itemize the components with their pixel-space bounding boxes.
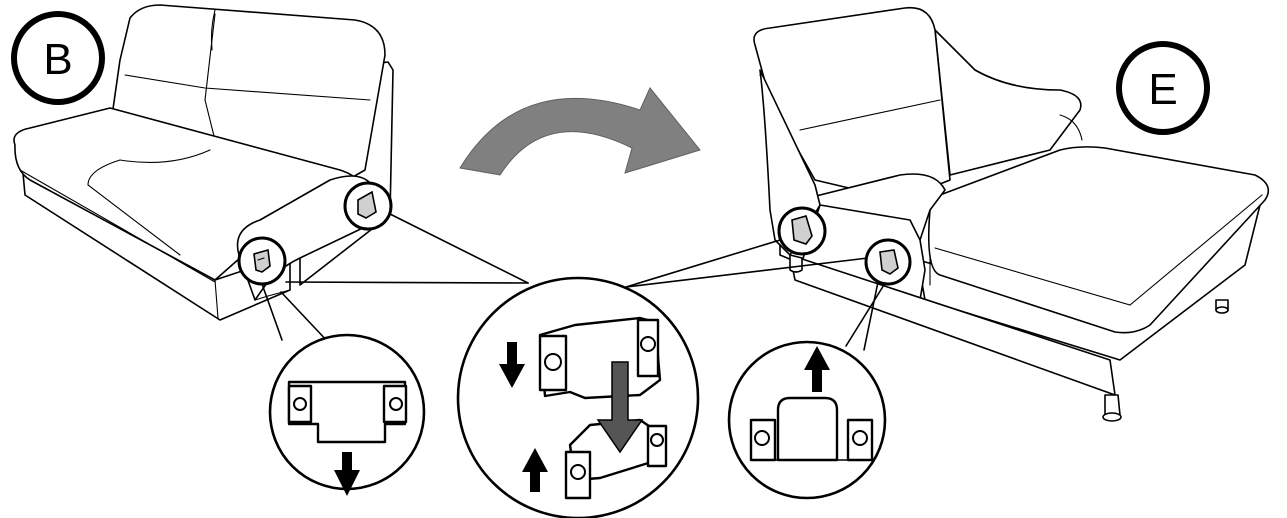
bracket-detail-b-back: [343, 181, 393, 231]
bracket-detail-b-front: [237, 236, 287, 286]
module-label-b: B: [11, 11, 105, 105]
leader-lines: [261, 213, 888, 351]
arrow-up-icon: [804, 346, 830, 392]
arrow-down-icon: [596, 361, 644, 454]
callout-bracket-e: [727, 340, 887, 500]
module-label-e: E: [1116, 41, 1210, 135]
arrow-down-icon: [499, 342, 525, 388]
arrow-down-icon: [334, 452, 360, 496]
bracket-detail-e-back: [777, 206, 827, 256]
sofa-module-e: [753, 6, 1270, 422]
bracket-detail-e-front: [864, 238, 912, 286]
module-label-b-text: B: [43, 35, 72, 84]
callout-bracket-joint: [456, 276, 700, 518]
callout-bracket-b: [268, 333, 426, 496]
module-label-e-text: E: [1148, 65, 1177, 114]
curved-arrow-icon: [459, 87, 701, 176]
arrow-up-icon: [522, 448, 548, 492]
